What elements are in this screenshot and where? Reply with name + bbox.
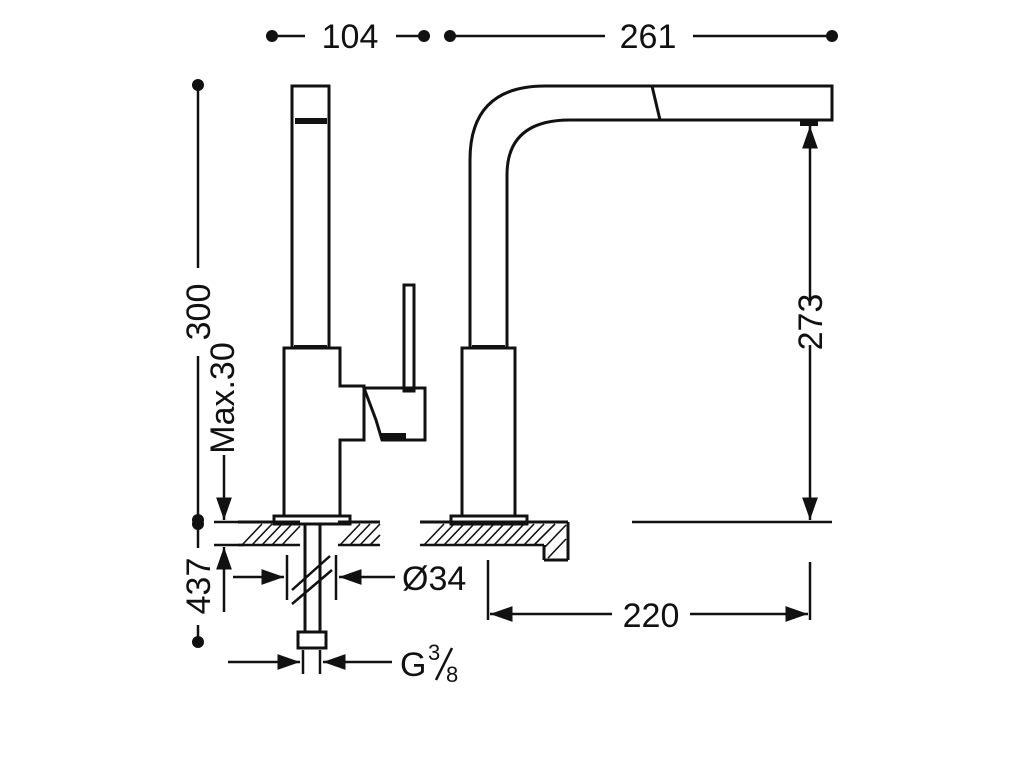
countertop-right bbox=[420, 520, 570, 562]
dim-side-width: 104 bbox=[266, 18, 430, 56]
dim-total-height-label: 300 bbox=[180, 284, 218, 341]
dim-thread-numerator: 3 bbox=[428, 640, 440, 665]
dim-side-width-label: 104 bbox=[322, 18, 379, 56]
dim-spout-reach-label: 220 bbox=[623, 597, 680, 635]
faucet-side-view bbox=[272, 84, 427, 526]
dim-spout-height: 273 bbox=[632, 126, 832, 524]
dim-thread-denominator: 8 bbox=[446, 662, 458, 687]
dim-spout-height-label: 273 bbox=[792, 294, 830, 351]
dim-hose-length-label: 437 bbox=[180, 558, 218, 615]
countertop-left bbox=[238, 520, 381, 547]
mounting-shank bbox=[291, 524, 333, 650]
dim-reach-top-label: 261 bbox=[620, 18, 677, 56]
dim-spout-reach: 220 bbox=[486, 560, 812, 635]
dim-hole-diameter-label: Ø34 bbox=[402, 560, 466, 598]
dim-hose-length: 437 bbox=[180, 518, 218, 648]
faucet-front-view bbox=[449, 84, 834, 526]
dim-reach-top: 261 bbox=[444, 18, 838, 56]
dim-hole-diameter: Ø34 bbox=[233, 555, 466, 600]
dim-total-height: 300 bbox=[180, 79, 218, 526]
dim-thread-letter: G bbox=[400, 646, 426, 684]
dim-max-thickness-label: Max.30 bbox=[204, 342, 242, 454]
dim-connection-thread: G 3 8 bbox=[228, 640, 458, 687]
